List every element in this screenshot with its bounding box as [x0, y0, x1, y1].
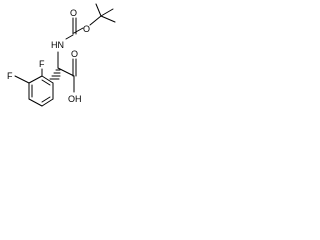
bond-tbu-methyl-top-left	[95, 3, 102, 17]
bond-ring-to-fluorine-meta	[14, 75, 30, 84]
label-carbamate-oxygen-double: O	[70, 8, 77, 18]
ring-bond-1	[41, 75, 54, 84]
bond-oxygen-to-carbonyl	[73, 27, 84, 34]
label-nitrogen-hydrogen: HN	[51, 40, 64, 50]
bond-alpha-to-carboxyl	[57, 67, 75, 77]
label-acid-oxygen-double: O	[71, 49, 78, 59]
stereo-hashed-bond	[49, 69, 61, 80]
label-fluorine-meta: F	[7, 71, 13, 81]
ring-bond-3	[41, 98, 54, 107]
bond-tbu-to-oxygen	[89, 15, 102, 26]
label-carbamate-oxygen-single: O	[83, 24, 90, 34]
benzene-ring	[28, 75, 54, 107]
chemical-structure-diagram: O O HN O F F OH	[7, 3, 116, 107]
bond-tbu-methyl-top-right	[100, 8, 114, 17]
ring-double-inner-1	[41, 79, 51, 86]
label-fluorine-ortho: F	[39, 59, 45, 69]
bond-carbonyl-to-nh	[65, 34, 74, 40]
bond-tbu-methyl-right	[100, 15, 116, 23]
ring-bond-4	[28, 98, 43, 107]
carbamate-group	[65, 17, 84, 40]
ring-bond-6	[28, 75, 43, 84]
ring-double-inner-2	[41, 96, 51, 103]
tert-butyl-group	[89, 3, 116, 26]
carboxylic-acid-group	[57, 58, 77, 93]
label-acid-hydroxyl: OH	[68, 94, 82, 104]
